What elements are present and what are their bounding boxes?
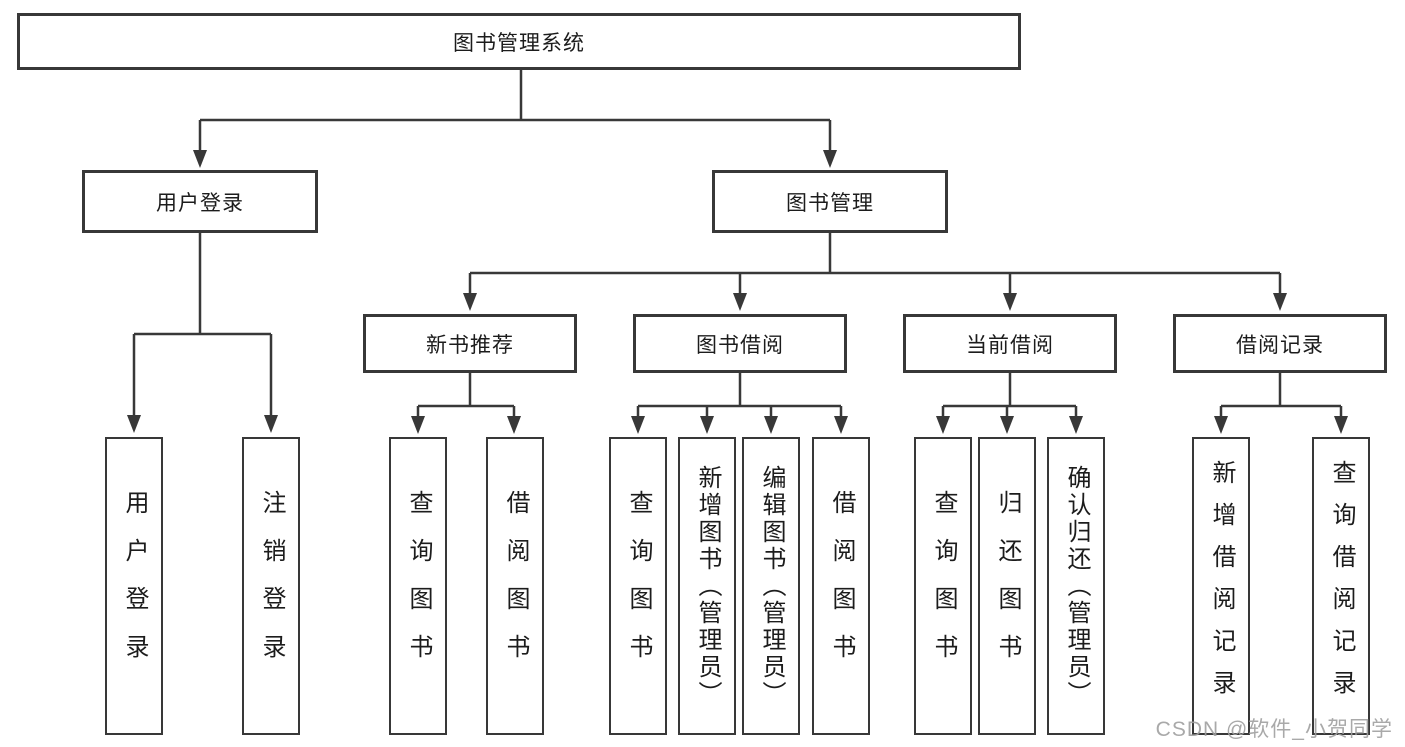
node-leaf-query-book-2-label: 查询图书 xyxy=(625,490,652,682)
node-leaf-confirm-return: 确认归还（管理员） xyxy=(1047,437,1105,735)
node-leaf-query-book-2: 查询图书 xyxy=(609,437,667,735)
node-leaf-user-login-label: 用户登录 xyxy=(121,490,148,682)
arrowhead-icon xyxy=(834,416,848,434)
node-leaf-borrow-book-2-label: 借阅图书 xyxy=(828,490,855,682)
node-leaf-return-book-label: 归还图书 xyxy=(994,490,1021,682)
arrowhead-icon xyxy=(700,416,714,434)
arrowhead-icon xyxy=(733,293,747,311)
connector-userlogin-to-children xyxy=(132,233,273,421)
arrowhead-icon xyxy=(411,416,425,434)
node-leaf-confirm-return-label: 确认归还（管理员） xyxy=(1063,464,1090,708)
node-book-borrow: 图书借阅 xyxy=(633,314,847,373)
node-leaf-query-borrow-record: 查询借阅记录 xyxy=(1312,437,1370,735)
arrowhead-icon xyxy=(127,415,141,433)
node-leaf-user-login: 用户登录 xyxy=(105,437,163,735)
node-book-mgmt: 图书管理 xyxy=(712,170,948,233)
node-leaf-add-borrow-record-label: 新增借阅记录 xyxy=(1208,460,1235,712)
arrowhead-icon xyxy=(1003,293,1017,311)
arrowhead-icon xyxy=(631,416,645,434)
node-leaf-query-book-3-label: 查询图书 xyxy=(930,490,957,682)
node-leaf-logout-label: 注销登录 xyxy=(258,490,285,682)
node-leaf-query-book-1: 查询图书 xyxy=(389,437,447,735)
arrowhead-icon xyxy=(1334,416,1348,434)
arrowhead-icon xyxy=(463,293,477,311)
node-leaf-logout: 注销登录 xyxy=(242,437,300,735)
node-current-borrow: 当前借阅 xyxy=(903,314,1117,373)
node-leaf-borrow-book-2: 借阅图书 xyxy=(812,437,870,735)
node-leaf-borrow-book-1: 借阅图书 xyxy=(486,437,544,735)
node-root: 图书管理系统 xyxy=(17,13,1021,70)
node-book-mgmt-label: 图书管理 xyxy=(786,191,874,215)
connector-newbookrec-to-children xyxy=(416,373,516,422)
node-leaf-add-borrow-record: 新增借阅记录 xyxy=(1192,437,1250,735)
node-leaf-query-book-3: 查询图书 xyxy=(914,437,972,735)
node-borrow-records: 借阅记录 xyxy=(1173,314,1387,373)
node-leaf-add-book: 新增图书（管理员） xyxy=(678,437,736,735)
arrowhead-icon xyxy=(1273,293,1287,311)
node-root-label: 图书管理系统 xyxy=(453,31,585,55)
connector-bookborrow-to-children xyxy=(636,373,843,422)
arrowhead-icon xyxy=(823,150,837,168)
node-current-borrow-label: 当前借阅 xyxy=(966,333,1054,357)
node-leaf-add-book-label: 新增图书（管理员） xyxy=(694,464,721,708)
node-user-login: 用户登录 xyxy=(82,170,318,233)
node-user-login-label: 用户登录 xyxy=(156,191,244,215)
arrowhead-icon xyxy=(193,150,207,168)
arrowhead-icon xyxy=(1069,416,1083,434)
node-leaf-query-book-1-label: 查询图书 xyxy=(405,490,432,682)
arrowhead-icon xyxy=(764,416,778,434)
node-leaf-borrow-book-1-label: 借阅图书 xyxy=(502,490,529,682)
connector-root-to-level2 xyxy=(198,70,832,156)
arrowhead-icon xyxy=(1214,416,1228,434)
watermark-text: CSDN @软件_小贺同学 xyxy=(1155,718,1393,741)
arrowhead-icon xyxy=(936,416,950,434)
arrowhead-icon xyxy=(507,416,521,434)
arrowhead-icon xyxy=(1000,416,1014,434)
node-new-book-rec-label: 新书推荐 xyxy=(426,333,514,357)
node-book-borrow-label: 图书借阅 xyxy=(696,333,784,357)
node-leaf-edit-book-label: 编辑图书（管理员） xyxy=(758,464,785,708)
node-leaf-edit-book: 编辑图书（管理员） xyxy=(742,437,800,735)
node-new-book-rec: 新书推荐 xyxy=(363,314,577,373)
connector-bookmgmt-to-level3 xyxy=(468,233,1282,299)
connector-borrowrecords-to-children xyxy=(1219,373,1343,422)
node-borrow-records-label: 借阅记录 xyxy=(1236,333,1324,357)
node-leaf-return-book: 归还图书 xyxy=(978,437,1036,735)
connector-currentborrow-to-children xyxy=(941,373,1078,422)
arrowhead-icon xyxy=(264,415,278,433)
node-leaf-query-borrow-record-label: 查询借阅记录 xyxy=(1328,460,1355,712)
